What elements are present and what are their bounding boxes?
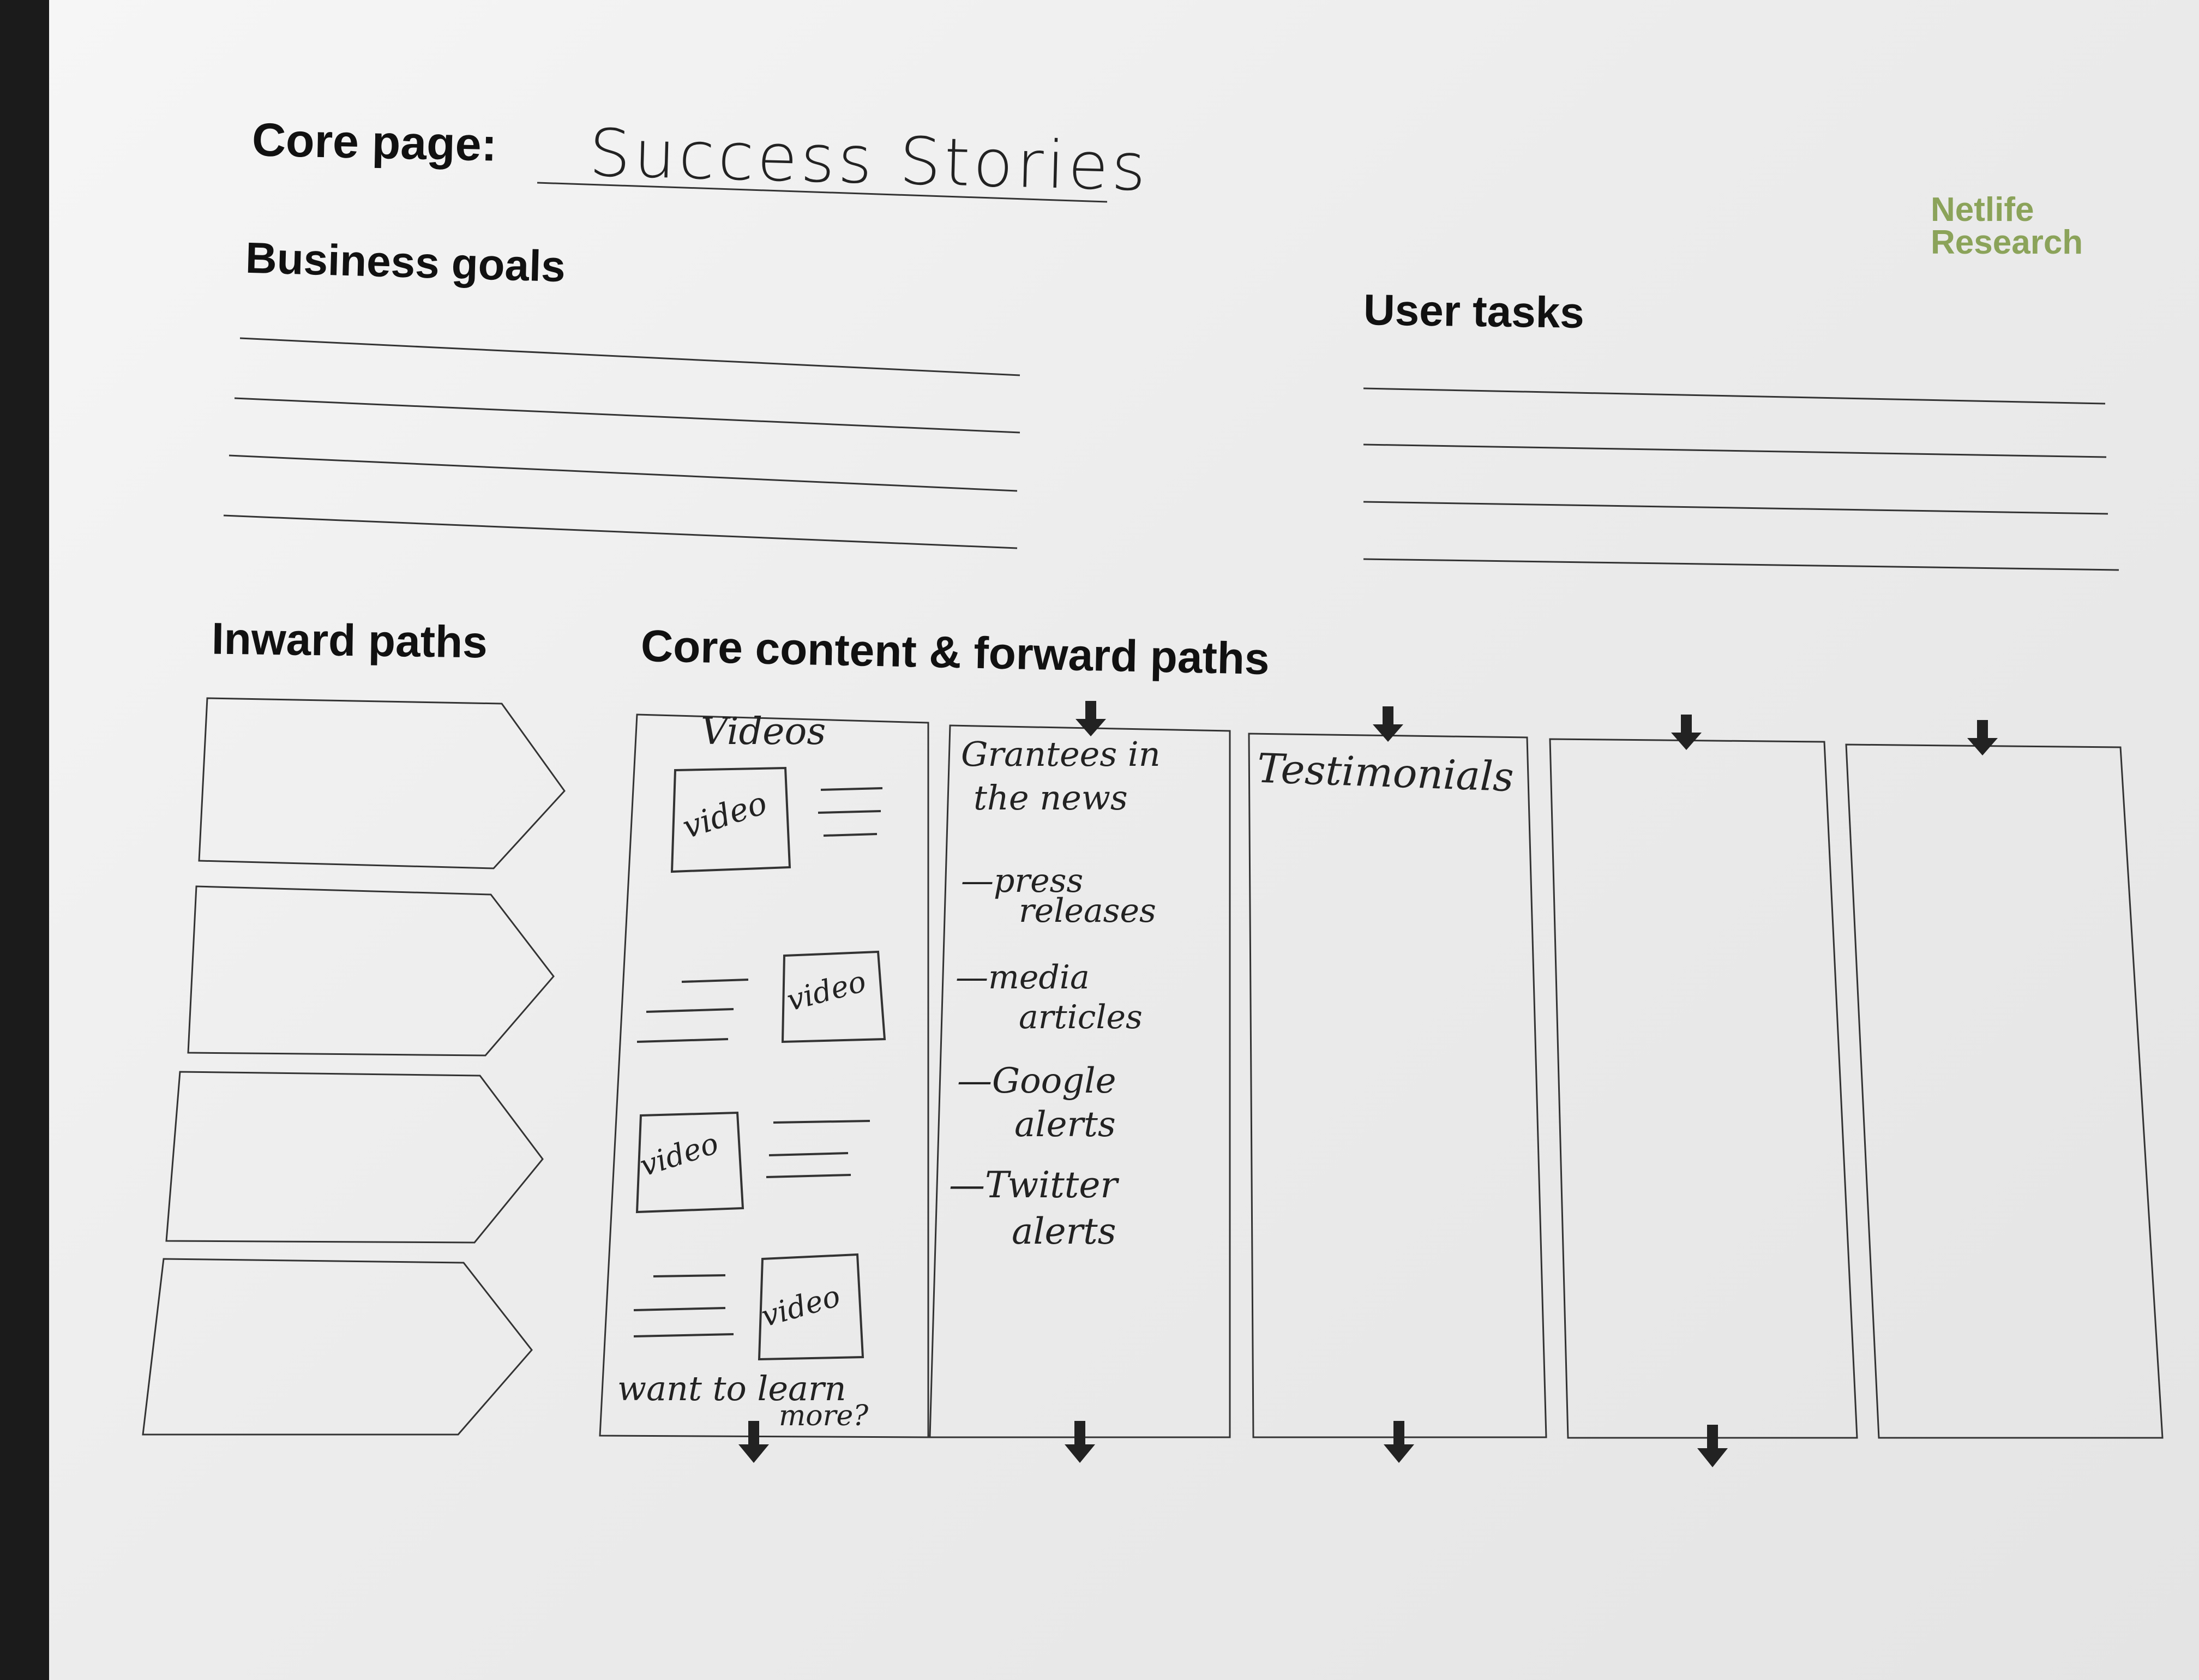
column-3-title: Testimonials [1256,745,1515,801]
inward-paths-heading: Inward paths [211,614,488,668]
content-column-4 [1549,738,1858,1439]
business-goal-line-2 [234,397,1020,434]
column-2-item-1-line-2: releases [1019,892,1156,930]
column-2-item-4-line-1: —Twitter [949,1164,1117,1206]
inward-path-arrow-3 [165,1071,544,1244]
content-column-1 [599,713,929,1438]
user-tasks-heading: User tasks [1363,285,1585,337]
brand-line-2: Research [1931,224,2083,261]
column-2-item-1-line-1: —press [961,862,1084,900]
content-column-5 [1845,743,2164,1439]
user-task-line-4 [1363,558,2119,571]
column-2-title-line-2: the news [974,778,1128,818]
user-task-line-1 [1363,387,2106,405]
column-2-item-4-line-2: alerts [1012,1210,1116,1252]
brand-logo: Netlife Research [1931,191,2083,261]
brand-line-1: Netlife [1931,191,2034,229]
inward-path-arrow-1 [198,697,566,869]
column-1-title: Videos [701,710,826,753]
inward-path-arrow-2 [187,885,555,1057]
worksheet-paper [49,0,2199,1680]
core-page-label: Core page: [251,113,498,171]
column-2-title-line-1: Grantees in [961,734,1161,774]
column-2-item-3-line-1: —Google [957,1061,1116,1101]
business-goal-line-3 [229,454,1018,492]
core-page-underline [537,182,1108,203]
user-task-line-2 [1363,443,2107,458]
video-thumb-2 [781,950,886,1043]
column-1-footer-1: want to learn [617,1369,846,1408]
business-goals-heading: Business goals [244,233,567,291]
content-column-2 [929,724,1231,1438]
column-1-footer-2: more? [779,1400,869,1432]
core-page-value: Success Stories [588,115,1150,206]
column-2-item-3-line-2: alerts [1014,1105,1116,1145]
business-goal-line-4 [223,514,1018,549]
video-thumb-1 [670,766,791,873]
inward-path-arrow-4 [142,1258,533,1436]
content-column-3 [1248,733,1547,1438]
video-thumb-3 [635,1111,744,1214]
user-task-line-3 [1363,501,2108,515]
column-2-item-2-line-1: —media [956,958,1090,997]
video-thumb-4 [758,1253,864,1361]
column-2-item-2-line-2: articles [1019,998,1143,1036]
business-goal-line-1 [239,337,1020,376]
